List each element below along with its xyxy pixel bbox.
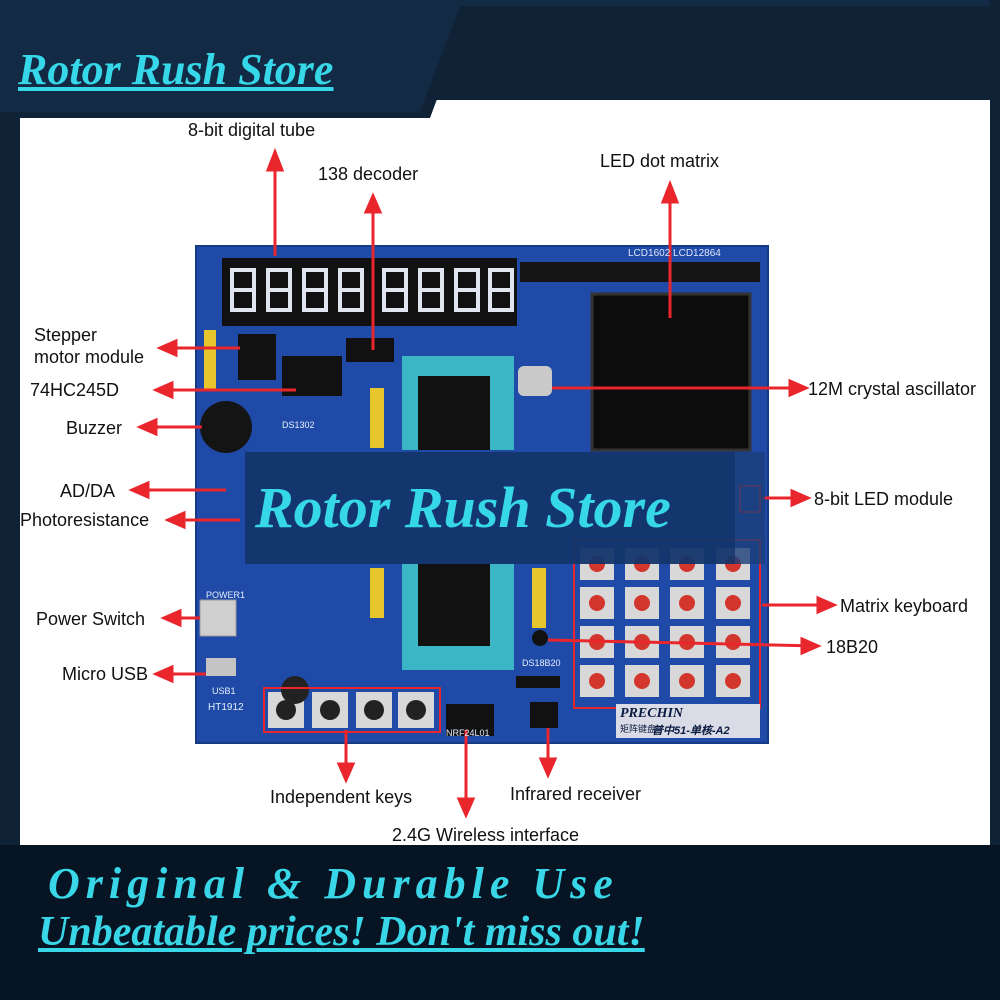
capacitor — [281, 676, 309, 704]
ht-label: HT1912 — [208, 702, 244, 713]
brand-plate — [616, 704, 760, 738]
label-18b20: 18B20 — [826, 637, 879, 657]
seven-segment-display — [222, 258, 517, 326]
buzzer — [200, 401, 252, 453]
label-led-module: 8-bit LED module — [814, 489, 954, 509]
label-ad-da: AD/DA — [60, 481, 116, 501]
overlay-banner — [245, 452, 735, 564]
yellow-header-1 — [370, 388, 384, 448]
label-power-switch: Power Switch — [36, 609, 146, 629]
brand-name: PRECHIN — [620, 706, 684, 721]
mcu-chip-top — [418, 376, 490, 450]
rtc-chip-label: DS1302 — [282, 420, 315, 430]
slogan-line2: Unbeatable prices! Don't miss out! — [38, 909, 645, 955]
nrf-label: NRF24L01 — [446, 728, 490, 738]
led-dot-matrix — [590, 292, 752, 452]
label-micro-usb: Micro USB — [62, 664, 149, 684]
label-buzzer: Buzzer — [66, 418, 123, 438]
overlay-store-title: Rotor Rush Store — [255, 475, 671, 540]
keypad-label: 矩阵键盘 — [620, 724, 657, 734]
power-label: POWER1 — [206, 590, 246, 600]
label-photoresistance: Photoresistance — [20, 510, 150, 530]
yellow-header-4 — [204, 330, 216, 390]
label-74hc245d: 74HC245D — [30, 380, 120, 400]
bottom-band — [0, 845, 1000, 1000]
crystal-oscillator — [518, 366, 552, 396]
lcd-pin-header — [520, 262, 760, 282]
label-138-decoder: 138 decoder — [318, 164, 419, 184]
temp-sensor-label: DS18B20 — [522, 658, 561, 668]
label-wireless: 2.4G Wireless interface — [392, 825, 580, 845]
callout-arrows — [128, 147, 838, 819]
top-banner: Rotor Rush Store — [0, 0, 1000, 125]
overlay-banner-edge — [735, 452, 765, 564]
model-name: 普中51-单核-A2 — [652, 725, 730, 737]
label-digital-tube: 8-bit digital tube — [188, 120, 316, 140]
usb-label: USB1 — [212, 686, 236, 696]
label-led-dot-matrix: LED dot matrix — [600, 151, 720, 171]
power-switch — [199, 599, 237, 637]
mcu-chip-bottom — [418, 564, 490, 646]
label-crystal: 12M crystal ascillator — [808, 379, 977, 399]
label-stepper-line1: Stepper — [34, 325, 98, 345]
right-edge-bar — [990, 0, 1000, 1000]
slogan-line1: Original & Durable Use — [48, 859, 619, 908]
label-independent-keys: Independent keys — [270, 787, 413, 807]
label-stepper-line2: motor module — [34, 347, 145, 367]
label-matrix-keyboard: Matrix keyboard — [840, 596, 969, 616]
yellow-header-3 — [370, 568, 384, 618]
decoder-chip — [346, 338, 394, 362]
label-infrared: Infrared receiver — [510, 784, 642, 804]
store-title: Rotor Rush Store — [18, 45, 334, 94]
ds18b20-sensor — [532, 630, 548, 646]
micro-usb-port — [206, 658, 236, 676]
stepper-driver-chip — [238, 334, 276, 380]
ir-receiver — [530, 702, 558, 728]
yellow-header-2 — [532, 568, 546, 628]
wireless-socket — [446, 704, 494, 736]
matrix-keypad — [578, 542, 760, 708]
banner-shape — [0, 0, 1000, 118]
ds18b20-header — [516, 676, 560, 688]
lcd-header-label: LCD1602 LCD12864 — [628, 248, 721, 259]
